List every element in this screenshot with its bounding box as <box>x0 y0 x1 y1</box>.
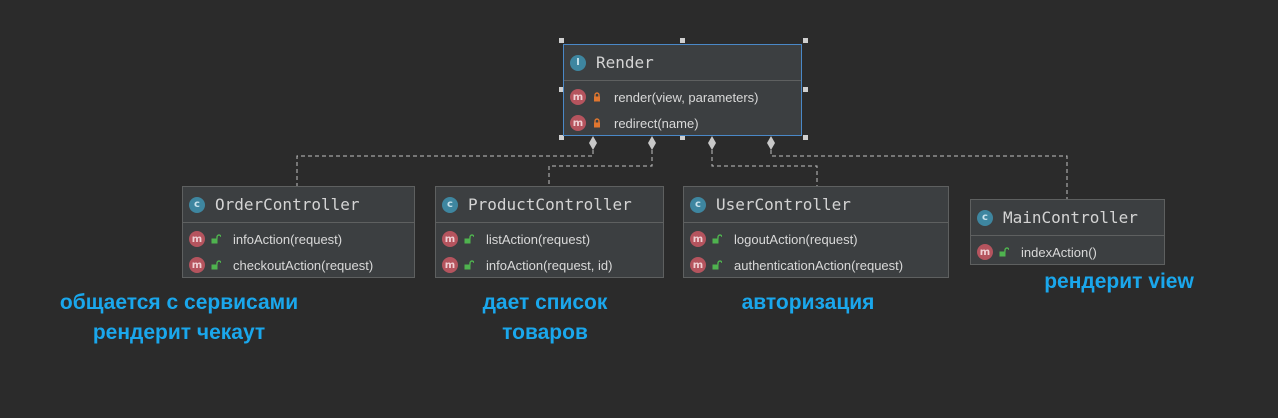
selection-handle-tr[interactable] <box>803 38 808 43</box>
note-line: общается с сервисами <box>59 291 299 314</box>
note-product-controller: дает список товаров <box>450 288 640 348</box>
note-line: товаров <box>502 321 588 344</box>
note-line: дает список <box>482 291 608 314</box>
unlock-icon <box>211 234 221 244</box>
class-name: Render <box>596 53 654 72</box>
method-list: m logoutAction(request) m authentication… <box>684 223 948 278</box>
class-render[interactable]: I Render m render(view, parameters) m re… <box>563 44 802 136</box>
class-header: c MainController <box>971 200 1164 236</box>
method-row[interactable]: m infoAction(request) <box>183 226 414 252</box>
edge-order-render <box>296 150 594 187</box>
method-icon: m <box>570 89 586 105</box>
method-row[interactable]: m checkoutAction(request) <box>183 252 414 278</box>
method-row[interactable]: m render(view, parameters) <box>564 84 801 110</box>
selection-handle-tl[interactable] <box>559 38 564 43</box>
note-user-controller: авторизация <box>710 288 906 318</box>
method-icon: m <box>442 257 458 273</box>
edge-main-render <box>770 150 1068 200</box>
note-line: рендерит чекаут <box>92 321 266 344</box>
class-header: c OrderController <box>183 187 414 223</box>
method-list: m render(view, parameters) m redirect(na… <box>564 81 801 136</box>
method-label: logoutAction(request) <box>734 231 858 247</box>
note-main-controller: рендерит view <box>1014 267 1224 297</box>
edge-product-render <box>548 150 653 187</box>
method-label: infoAction(request) <box>233 231 343 247</box>
selection-handle-br[interactable] <box>803 135 808 140</box>
selection-handle-bl[interactable] <box>559 135 564 140</box>
class-header: c ProductController <box>436 187 663 223</box>
composition-diamond-order <box>589 136 597 150</box>
method-icon: m <box>977 244 993 260</box>
composition-diamond-user <box>708 136 716 150</box>
class-icon: c <box>189 196 205 213</box>
method-label: redirect(name) <box>614 115 699 131</box>
method-row[interactable]: m redirect(name) <box>564 110 801 136</box>
method-icon: m <box>442 231 458 247</box>
method-label: checkoutAction(request) <box>233 257 374 273</box>
method-row[interactable]: m authenticationAction(request) <box>684 252 948 278</box>
class-name: UserController <box>716 195 851 214</box>
method-icon: m <box>189 257 205 273</box>
method-row[interactable]: m logoutAction(request) <box>684 226 948 252</box>
method-list: m listAction(request) m infoAction(reque… <box>436 223 663 278</box>
method-row[interactable]: m infoAction(request, id) <box>436 252 663 278</box>
method-label: infoAction(request, id) <box>486 257 613 273</box>
method-list: m infoAction(request) m checkoutAction(r… <box>183 223 414 278</box>
selection-handle-mr[interactable] <box>803 87 808 92</box>
selection-handle-tc[interactable] <box>680 38 685 43</box>
class-name: OrderController <box>215 195 360 214</box>
class-icon: c <box>977 209 993 226</box>
selection-handle-ml[interactable] <box>559 87 564 92</box>
interface-icon: I <box>570 54 586 71</box>
unlock-icon <box>211 260 221 270</box>
class-icon: c <box>690 196 706 213</box>
method-label: listAction(request) <box>486 231 591 247</box>
note-order-controller: общается с сервисами рендерит чекаут <box>38 288 320 348</box>
method-row[interactable]: m indexAction() <box>971 239 1164 265</box>
class-product-controller[interactable]: c ProductController m listAction(request… <box>435 186 664 278</box>
note-line: авторизация <box>741 291 875 314</box>
unlock-icon <box>712 260 722 270</box>
lock-icon <box>592 118 602 128</box>
unlock-icon <box>464 260 474 270</box>
composition-diamond-main <box>767 136 775 150</box>
method-icon: m <box>690 257 706 273</box>
method-icon: m <box>570 115 586 131</box>
class-name: ProductController <box>468 195 632 214</box>
lock-icon <box>592 92 602 102</box>
edge-user-render <box>711 150 818 187</box>
note-line: рендерит view <box>1044 270 1194 293</box>
method-icon: m <box>189 231 205 247</box>
class-header: c UserController <box>684 187 948 223</box>
method-label: authenticationAction(request) <box>734 257 904 273</box>
unlock-icon <box>999 247 1009 257</box>
unlock-icon <box>464 234 474 244</box>
method-label: render(view, parameters) <box>614 89 759 105</box>
class-icon: c <box>442 196 458 213</box>
class-main-controller[interactable]: c MainController m indexAction() <box>970 199 1165 265</box>
class-user-controller[interactable]: c UserController m logoutAction(request)… <box>683 186 949 278</box>
unlock-icon <box>712 234 722 244</box>
method-row[interactable]: m listAction(request) <box>436 226 663 252</box>
selection-handle-bc[interactable] <box>680 135 685 140</box>
method-list: m indexAction() <box>971 236 1164 265</box>
method-label: indexAction() <box>1021 244 1097 260</box>
composition-diamond-product <box>648 136 656 150</box>
class-order-controller[interactable]: c OrderController m infoAction(request) … <box>182 186 415 278</box>
class-header: I Render <box>564 45 801 81</box>
method-icon: m <box>690 231 706 247</box>
class-name: MainController <box>1003 208 1138 227</box>
